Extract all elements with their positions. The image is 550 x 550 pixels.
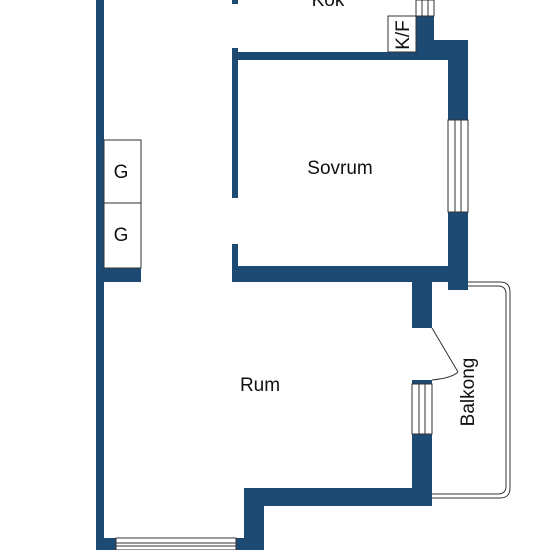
balcony-outline [432,281,511,499]
wardrobe-top [103,139,142,204]
room-label-kok: Kök [312,0,345,11]
wall-bottom-mid [236,538,264,550]
room-label-sovrum: Sovrum [307,158,372,179]
balcony-door-arc [431,371,459,381]
window-sovrum [447,119,469,213]
wall-sovrum-left-upper [232,48,238,198]
wardrobe-label-bottom: G [114,225,129,246]
window-kitchen [415,0,435,17]
balcony-door-leaf [431,327,459,373]
wall-rum-top-left [96,268,141,282]
wall-rum-right-upper [412,282,432,328]
wall-sovrum-bottom [232,266,468,282]
wall-sovrum-top [232,52,468,60]
wall-kitchen-stub [232,0,238,4]
wall-bottom-step-vert [244,488,264,550]
wall-sovrum-right-upper [448,40,468,120]
wall-rum-right-stub [412,380,432,384]
window-bottom [115,537,237,550]
wardrobe-bottom [103,202,142,269]
fixtures [103,15,417,269]
room-label-balkong: Balkong [458,358,479,427]
wall-bottom-left [96,538,116,550]
wall-bottom-step [244,488,432,506]
wall-rum-right-lower [412,434,432,504]
windows [115,0,469,550]
window-rum [411,383,433,435]
walls [96,0,468,550]
room-label-rum: Rum [240,375,280,396]
kf-label: K/F [393,20,414,50]
balcony [431,281,511,499]
wardrobe-label-top: G [114,162,129,183]
kf-box [387,15,417,53]
wall-sovrum-left-lower [232,244,238,280]
